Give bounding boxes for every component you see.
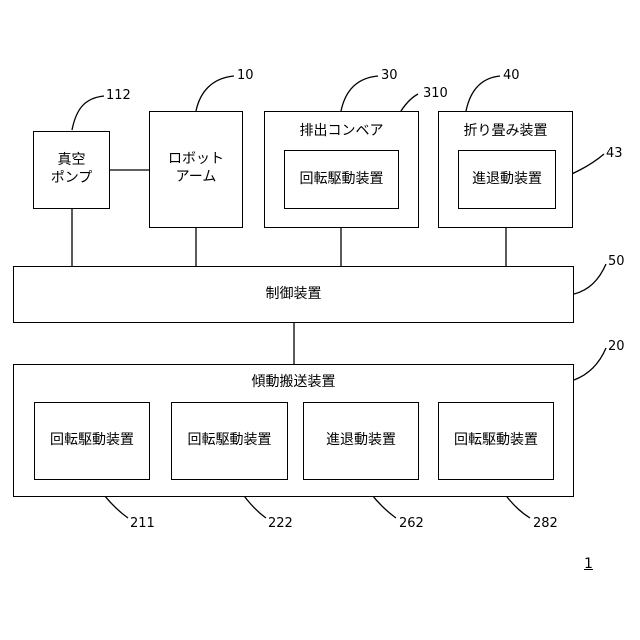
vacuum-pump-box: 真空 ポンプ [33, 131, 110, 209]
folding-device-label: 折り畳み装置 [439, 122, 572, 140]
leader-50 [574, 264, 606, 294]
ref-222: 222 [268, 516, 293, 532]
leader-112 [72, 96, 104, 130]
ref-310: 310 [423, 86, 448, 102]
ref-282: 282 [533, 516, 558, 532]
folding-device-box: 折り畳み装置 進退動装置 [438, 111, 573, 228]
vacuum-pump-label: 真空 ポンプ [34, 151, 109, 187]
tilt-transport-box: 傾動搬送装置 回転駆動装置 回転駆動装置 進退動装置 回転駆動装置 [13, 364, 574, 497]
figure-number: 1 [584, 556, 593, 572]
conveyor-rotation-drive-label: 回転駆動装置 [285, 170, 398, 188]
rotation-drive-282-box: 回転駆動装置 [438, 402, 554, 480]
ref-30: 30 [381, 68, 398, 84]
ref-43: 43 [606, 146, 623, 162]
rotation-drive-211-label: 回転駆動装置 [35, 431, 149, 449]
ref-10: 10 [237, 68, 254, 84]
rotation-drive-222-box: 回転駆動装置 [171, 402, 288, 480]
robot-arm-label: ロボット アーム [150, 150, 242, 186]
discharge-conveyor-label: 排出コンベア [265, 122, 418, 140]
rotation-drive-282-label: 回転駆動装置 [439, 431, 553, 449]
leader-40 [466, 76, 500, 111]
ref-112: 112 [106, 88, 131, 104]
controller-label: 制御装置 [14, 285, 573, 303]
discharge-conveyor-box: 排出コンベア 回転駆動装置 [264, 111, 419, 228]
ref-50: 50 [608, 254, 625, 270]
rotation-drive-222-label: 回転駆動装置 [172, 431, 287, 449]
advance-retreat-262-label: 進退動装置 [304, 431, 418, 449]
ref-40: 40 [503, 68, 520, 84]
advance-retreat-262-box: 進退動装置 [303, 402, 419, 480]
rotation-drive-211-box: 回転駆動装置 [34, 402, 150, 480]
ref-20: 20 [608, 339, 625, 355]
folding-advance-retreat-box: 進退動装置 [458, 150, 556, 209]
ref-262: 262 [399, 516, 424, 532]
conveyor-rotation-drive-box: 回転駆動装置 [284, 150, 399, 209]
controller-box: 制御装置 [13, 266, 574, 323]
leader-10 [196, 76, 234, 111]
folding-advance-retreat-label: 進退動装置 [459, 170, 555, 188]
leader-20 [574, 348, 606, 380]
leader-30 [341, 76, 378, 111]
robot-arm-box: ロボット アーム [149, 111, 243, 228]
ref-211: 211 [130, 516, 155, 532]
tilt-transport-label: 傾動搬送装置 [14, 373, 573, 391]
